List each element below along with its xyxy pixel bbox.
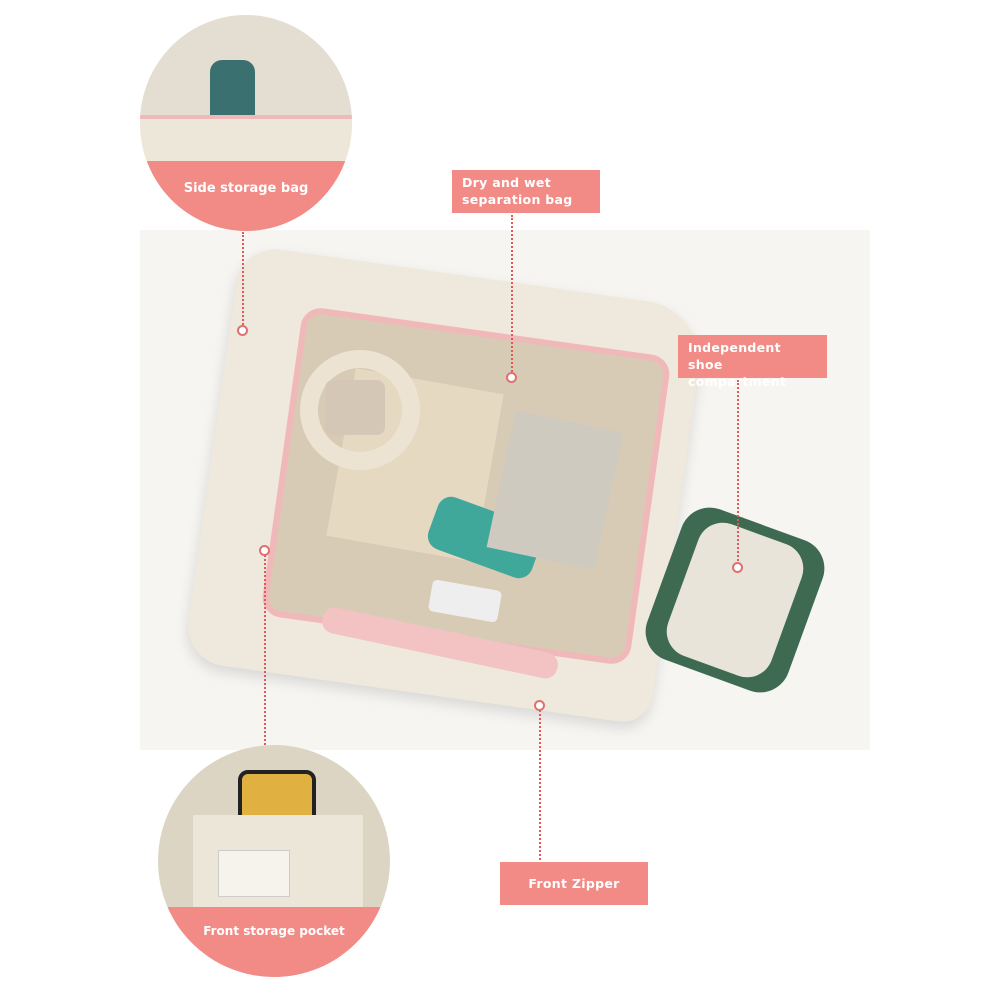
front-zipper-label: Front Zipper Pocket (500, 862, 648, 926)
dry-wet-connector (511, 215, 513, 375)
velcro-patch (218, 850, 290, 897)
front-storage-connector (264, 550, 266, 745)
shoe-compartment-label: Independent shoe compartment (678, 335, 827, 389)
side-storage-connector (242, 232, 244, 332)
side-storage-label: Side storage bag (140, 161, 352, 231)
dry-wet-dot (506, 372, 517, 383)
shoe-connector (737, 380, 739, 565)
camera (325, 380, 385, 435)
front-zipper-dot (534, 700, 545, 711)
bag-photo (140, 230, 870, 750)
front-storage-circle: Front storage pocket (158, 745, 390, 977)
front-storage-label: Front storage pocket (158, 907, 390, 977)
side-storage-dot (237, 325, 248, 336)
front-storage-dot (259, 545, 270, 556)
shoe-dot (732, 562, 743, 573)
front-zipper-connector (539, 705, 541, 860)
dry-wet-label: Dry and wet separation bag (452, 170, 600, 213)
side-storage-circle: Side storage bag (140, 15, 352, 231)
